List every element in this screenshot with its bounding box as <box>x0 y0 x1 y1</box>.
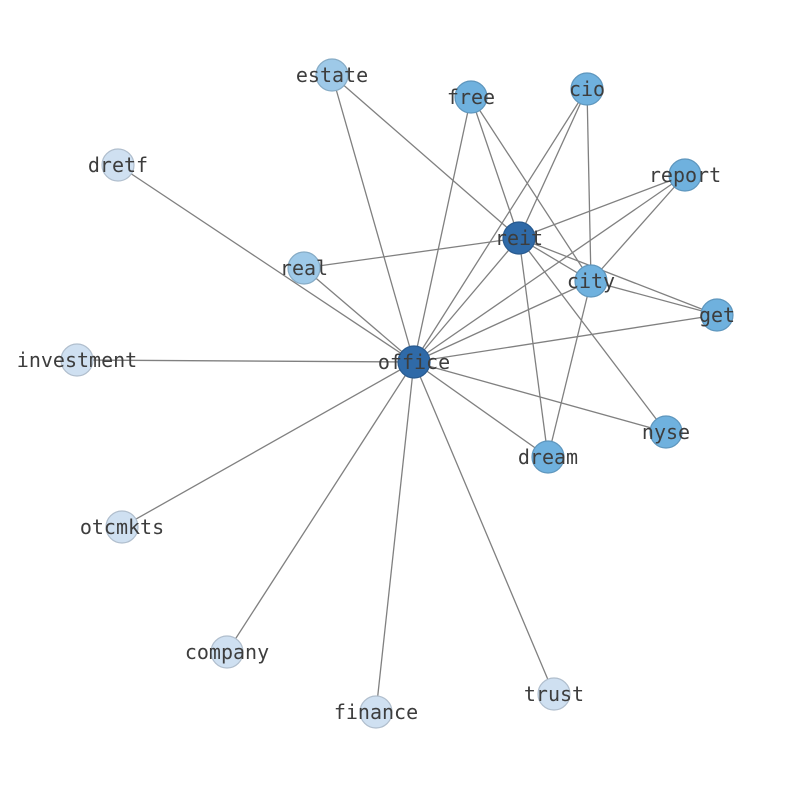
node-circle-city[interactable] <box>574 264 608 298</box>
node-label-reit: reit <box>495 226 543 250</box>
node-real[interactable]: real <box>280 251 328 285</box>
edge-reit-nyse <box>518 237 667 433</box>
node-label-free: free <box>447 85 495 109</box>
node-circle-report[interactable] <box>668 158 702 192</box>
node-company[interactable]: company <box>185 635 269 669</box>
node-circle-cio[interactable] <box>570 72 604 106</box>
node-label-otcmkts: otcmkts <box>80 515 164 539</box>
edge-city-cio <box>586 88 592 282</box>
node-label-finance: finance <box>334 700 418 724</box>
edges-layer <box>76 74 718 713</box>
node-circle-dream[interactable] <box>531 440 565 474</box>
node-circle-investment[interactable] <box>60 343 94 377</box>
node-label-real: real <box>280 256 328 280</box>
edge-reit-free <box>470 96 520 239</box>
edge-city-free <box>470 96 592 282</box>
node-reit[interactable]: reit <box>495 221 543 255</box>
node-estate[interactable]: estate <box>296 58 368 92</box>
edge-office-investment <box>76 359 415 363</box>
edge-office-cio <box>413 88 588 363</box>
node-circle-free[interactable] <box>454 80 488 114</box>
edge-city-report <box>590 174 686 282</box>
node-circle-dretf[interactable] <box>101 148 135 182</box>
edge-office-trust <box>413 361 555 695</box>
node-label-report: report <box>649 163 721 187</box>
edge-office-report <box>413 174 686 363</box>
node-dretf[interactable]: dretf <box>88 148 148 182</box>
edge-office-dretf <box>117 164 415 363</box>
node-free[interactable]: free <box>447 80 495 114</box>
node-circle-otcmkts[interactable] <box>105 510 139 544</box>
node-cio[interactable]: cio <box>569 72 605 106</box>
node-label-dretf: dretf <box>88 153 148 177</box>
node-label-city: city <box>567 269 615 293</box>
node-finance[interactable]: finance <box>334 695 418 729</box>
edge-reit-dream <box>518 237 549 458</box>
edge-reit-cio <box>518 88 588 239</box>
node-label-cio: cio <box>569 77 605 101</box>
edge-office-dream <box>413 361 549 458</box>
node-label-investment: investment <box>17 348 137 372</box>
edge-reit-get <box>518 237 718 316</box>
node-circle-estate[interactable] <box>315 58 349 92</box>
edge-office-reit <box>413 237 520 363</box>
node-label-trust: trust <box>524 682 584 706</box>
node-label-get: get <box>699 303 735 327</box>
edge-office-finance <box>375 361 415 713</box>
edge-office-otcmkts <box>121 361 415 528</box>
node-circle-finance[interactable] <box>359 695 393 729</box>
node-nyse[interactable]: nyse <box>642 415 690 449</box>
node-label-estate: estate <box>296 63 368 87</box>
node-circle-nyse[interactable] <box>649 415 683 449</box>
nodes-layer: office reit city cio report get dream nyse free e… <box>17 58 735 729</box>
node-circle-company[interactable] <box>210 635 244 669</box>
node-circle-get[interactable] <box>700 298 734 332</box>
edge-reit-real <box>303 237 520 269</box>
node-dream[interactable]: dream <box>518 440 578 474</box>
node-label-office: office <box>378 350 450 374</box>
edge-office-free <box>413 96 472 363</box>
edge-reit-estate <box>331 74 520 239</box>
edge-reit-report <box>518 174 686 239</box>
node-investment[interactable]: investment <box>17 343 137 377</box>
node-circle-trust[interactable] <box>537 677 571 711</box>
node-get[interactable]: get <box>699 298 735 332</box>
node-circle-real[interactable] <box>287 251 321 285</box>
edge-office-get <box>413 314 718 363</box>
node-label-company: company <box>185 640 269 664</box>
node-label-dream: dream <box>518 445 578 469</box>
node-circle-office[interactable] <box>397 345 431 379</box>
node-circle-reit[interactable] <box>502 221 536 255</box>
edge-city-get <box>590 280 718 316</box>
edge-office-company <box>226 361 415 653</box>
node-trust[interactable]: trust <box>524 677 584 711</box>
node-otcmkts[interactable]: otcmkts <box>80 510 164 544</box>
edge-city-dream <box>547 280 592 458</box>
edge-office-real <box>303 267 415 363</box>
edge-office-estate <box>331 74 415 363</box>
node-label-nyse: nyse <box>642 420 690 444</box>
node-city[interactable]: city <box>567 264 615 298</box>
node-office[interactable]: office <box>378 345 450 379</box>
node-report[interactable]: report <box>649 158 721 192</box>
